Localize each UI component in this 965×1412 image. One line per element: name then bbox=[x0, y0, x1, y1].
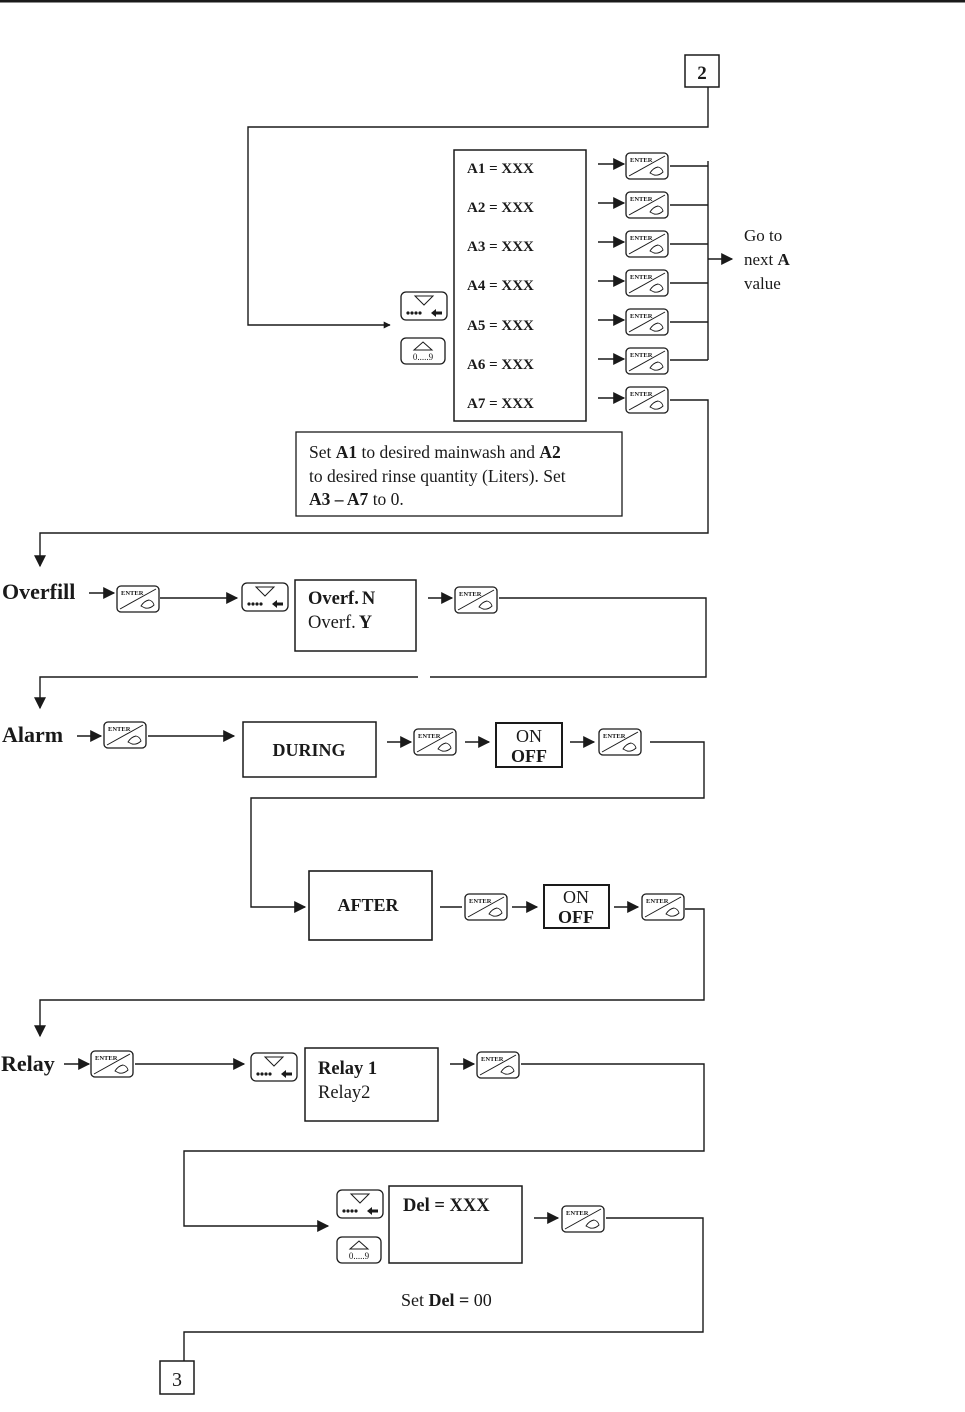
alarm-after-box bbox=[308, 870, 433, 941]
a-value-item: A2 = XXX bbox=[467, 200, 534, 216]
a-value-item: A4 = XXX bbox=[467, 278, 534, 294]
off-label: OFF bbox=[558, 907, 594, 927]
alarm-during-onoff-box bbox=[495, 722, 563, 768]
a-note-line-2: to desired rinse quantity (Liters). Set bbox=[309, 466, 566, 486]
enter-key-icon bbox=[625, 230, 669, 258]
enter-key-icon bbox=[625, 269, 669, 297]
down-arrow-key-icon bbox=[241, 582, 289, 612]
enter-key-icon bbox=[90, 1050, 134, 1078]
go-next-text: Go to bbox=[744, 226, 782, 245]
flow-line-to-overfill bbox=[34, 399, 709, 568]
connector-3-label: 3 bbox=[172, 1369, 182, 1391]
on-label: ON bbox=[516, 726, 542, 746]
a-note-line-3: A3 – A7 to 0. bbox=[309, 489, 404, 509]
a-value-item: A3 = XXX bbox=[467, 239, 534, 255]
overfill-option-text: Overf. bbox=[308, 613, 356, 633]
go-next-a: A bbox=[778, 250, 791, 269]
relay-label: Relay bbox=[1, 1051, 55, 1076]
relay-options-box bbox=[304, 1047, 439, 1122]
a-value-item: A6 = XXX bbox=[467, 357, 534, 373]
a-note-line-1: Set A1 to desired mainwash and A2 bbox=[309, 442, 561, 462]
a-note-part: Set bbox=[309, 442, 336, 462]
go-next-bracket bbox=[670, 161, 734, 361]
enter-key-icon bbox=[476, 1051, 520, 1079]
top-rule bbox=[0, 0, 965, 3]
line-gap bbox=[418, 672, 430, 682]
overfill-option-value: Y bbox=[359, 613, 373, 633]
delay-note-part: = bbox=[455, 1290, 474, 1310]
a-values-box bbox=[453, 149, 587, 422]
enter-key-icon bbox=[103, 721, 147, 749]
flow-line-to-delay bbox=[183, 1063, 705, 1232]
relay-option-2: Relay2 bbox=[318, 1083, 370, 1103]
delay-note-part: 00 bbox=[474, 1290, 492, 1310]
flow-line-to-a-values bbox=[247, 87, 709, 329]
flow-line-to-connector-3 bbox=[183, 1217, 704, 1361]
enter-key-icon bbox=[625, 386, 669, 414]
alarm-after-onoff-box bbox=[543, 884, 610, 929]
a-note-part: to desired mainwash and bbox=[357, 442, 539, 462]
relay-option-1: Relay 1 bbox=[318, 1059, 377, 1079]
enter-key-icon bbox=[625, 347, 669, 375]
enter-key-icon bbox=[625, 191, 669, 219]
alarm-label: Alarm bbox=[2, 722, 63, 747]
down-arrow-key-icon bbox=[400, 291, 448, 321]
go-next-text-part: next bbox=[744, 250, 778, 269]
overfill-option-value: N bbox=[362, 589, 376, 609]
delay-value: Del = XXX bbox=[403, 1196, 490, 1216]
go-next-text: value bbox=[744, 274, 781, 293]
a-enter-keys bbox=[598, 152, 669, 414]
a-values-list: A1 = XXX A2 = XXX A3 = XXX A4 = XXX A5 =… bbox=[467, 161, 534, 412]
a-note-part: to 0. bbox=[368, 489, 404, 509]
overfill-option-y: Overf.Y bbox=[308, 613, 373, 633]
up-key-label: 0.....9 bbox=[349, 1251, 370, 1261]
a-note-part: A2 bbox=[539, 442, 560, 462]
down-arrow-key-icon bbox=[250, 1052, 298, 1082]
on-label: ON bbox=[563, 887, 589, 907]
overfill-options-box bbox=[294, 579, 417, 652]
up-key-label: 0.....9 bbox=[413, 352, 434, 362]
delay-note: Set Del = 00 bbox=[401, 1290, 492, 1310]
overfill-option-n: Overf.N bbox=[308, 589, 376, 609]
enter-key-icon bbox=[454, 586, 498, 614]
off-label: OFF bbox=[511, 746, 547, 766]
alarm-after-label: AFTER bbox=[337, 895, 399, 915]
enter-key-icon bbox=[598, 728, 642, 756]
enter-key-icon bbox=[625, 308, 669, 336]
enter-key-icon bbox=[641, 893, 685, 921]
a-values-note-box bbox=[295, 431, 623, 517]
a-note-part: A1 bbox=[336, 442, 357, 462]
overfill-label: Overfill bbox=[2, 579, 75, 604]
connector-3: 3 bbox=[159, 1360, 195, 1395]
flow-line-to-alarm bbox=[34, 597, 707, 710]
flow-line-to-relay bbox=[34, 908, 705, 1038]
enter-key-icon bbox=[561, 1205, 605, 1233]
delay-note-part: Set bbox=[401, 1290, 429, 1310]
alarm-during-box bbox=[242, 721, 377, 778]
a-value-item: A1 = XXX bbox=[467, 161, 534, 177]
alarm-during-label: DURING bbox=[272, 740, 345, 760]
enter-key-icon bbox=[116, 585, 160, 613]
connector-2-label: 2 bbox=[697, 63, 707, 84]
delay-box bbox=[388, 1185, 523, 1264]
enter-key-icon bbox=[413, 728, 457, 756]
enter-key-icon bbox=[464, 893, 508, 921]
connector-2: 2 bbox=[684, 54, 720, 88]
a-value-item: A5 = XXX bbox=[467, 318, 534, 334]
a-note-part: A3 – A7 bbox=[309, 489, 369, 509]
flow-line-to-after bbox=[250, 741, 705, 913]
down-arrow-key-icon bbox=[336, 1189, 384, 1219]
go-next-text: next A bbox=[744, 250, 791, 269]
overfill-option-text: Overf. bbox=[308, 589, 359, 609]
delay-note-part: Del bbox=[429, 1290, 455, 1310]
a-value-item: A7 = XXX bbox=[467, 396, 534, 412]
enter-key-icon bbox=[625, 152, 669, 180]
